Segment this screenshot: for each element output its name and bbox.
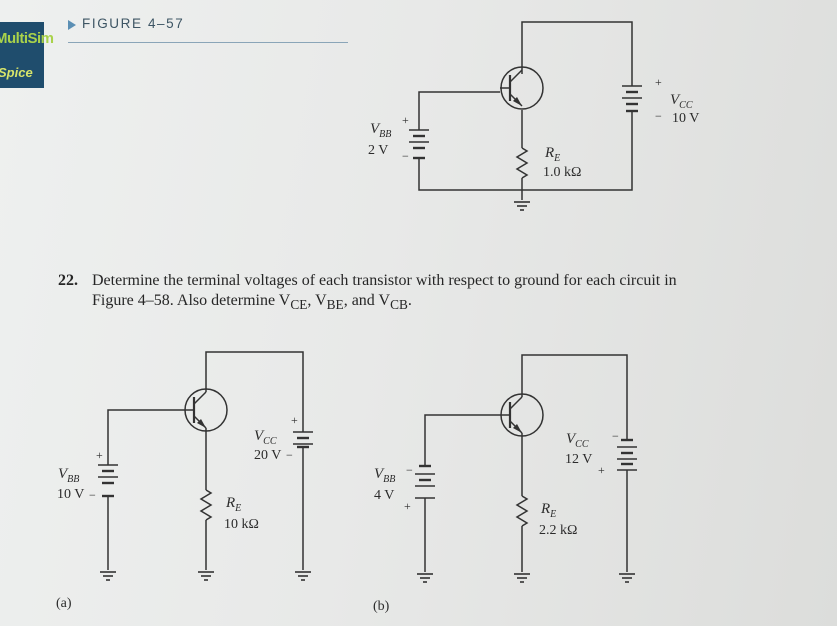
figure-4-57-circuit: VBB 2 V + − RE 1.0 kΩ VCC 10 V + − xyxy=(368,21,699,211)
triangle-arrow-icon xyxy=(68,20,76,30)
b-re-value: 2.2 kΩ xyxy=(539,523,577,538)
b-vbb-minus: − xyxy=(406,463,413,477)
a-vbb-value: 10 V xyxy=(57,487,84,502)
vbe-subscript: BE xyxy=(326,297,344,313)
fig57-vbb-label: VBB xyxy=(370,121,391,140)
separator-2: , and V xyxy=(343,292,391,309)
fig57-vbb-plus: + xyxy=(402,113,409,127)
logo-top-text: MultiSim xyxy=(0,30,54,47)
circuit-a: VBB 10 V + − RE 10 kΩ VCC 20 V + − (a) xyxy=(56,351,313,611)
fig57-vcc-label: VCC xyxy=(670,92,693,111)
a-vcc-label: VCC xyxy=(254,428,277,447)
separator-1: , V xyxy=(307,292,327,309)
b-vbb-value: 4 V xyxy=(374,488,394,503)
fig57-re-label: RE xyxy=(544,145,560,164)
problem-number: 22. xyxy=(58,272,78,289)
b-vbb-plus: + xyxy=(404,499,411,513)
fig57-re-value: 1.0 kΩ xyxy=(543,165,581,180)
a-vbb-minus: − xyxy=(89,488,96,502)
a-vcc-plus: + xyxy=(291,413,298,427)
problem-line-2: Figure 4–58. Also determine VCE, VBE, an… xyxy=(58,291,818,315)
problem-line-2-text: Figure 4–58. Also determine V xyxy=(92,292,291,309)
figure-header: FIGURE 4–57 xyxy=(68,14,348,43)
b-vcc-minus: − xyxy=(612,429,619,443)
fig57-vbb-value: 2 V xyxy=(368,143,388,158)
emitter-arrow-icon xyxy=(513,97,522,106)
b-tag: (b) xyxy=(373,599,390,614)
a-vcc-minus: − xyxy=(286,448,293,462)
figure-title: FIGURE 4–57 xyxy=(82,16,185,31)
a-vcc-value: 20 V xyxy=(254,448,281,463)
multisim-logo: MultiSim Spice xyxy=(0,22,54,88)
b-vcc-value: 12 V xyxy=(565,452,592,467)
fig57-vbb-minus: − xyxy=(402,149,409,163)
problem-22: 22. Determine the terminal voltages of ea… xyxy=(58,271,818,315)
a-vbb-plus: + xyxy=(96,448,103,462)
b-vbb-label: VBB xyxy=(374,466,395,485)
b-re-label: RE xyxy=(540,501,556,520)
a-re-label: RE xyxy=(225,495,241,514)
a-vbb-label: VBB xyxy=(58,466,79,485)
a-tag: (a) xyxy=(56,596,72,611)
fig57-vcc-plus: + xyxy=(655,75,662,89)
circuit-b: VBB 4 V − + RE 2.2 kΩ VCC 12 V − + (b) xyxy=(373,354,637,614)
logo-bottom-text: Spice xyxy=(0,65,33,80)
vcb-subscript: CB xyxy=(390,297,408,313)
fig57-vcc-value: 10 V xyxy=(672,111,699,126)
problem-line-1: Determine the terminal voltages of each … xyxy=(92,272,677,289)
b-vcc-label: VCC xyxy=(566,431,589,450)
period: . xyxy=(407,292,412,309)
vce-subscript: CE xyxy=(290,297,308,313)
fig57-vcc-minus: − xyxy=(655,109,662,123)
emitter-arrow-icon xyxy=(513,424,522,433)
b-vcc-plus: + xyxy=(598,463,605,477)
a-re-value: 10 kΩ xyxy=(224,517,259,532)
emitter-arrow-icon xyxy=(197,419,206,428)
